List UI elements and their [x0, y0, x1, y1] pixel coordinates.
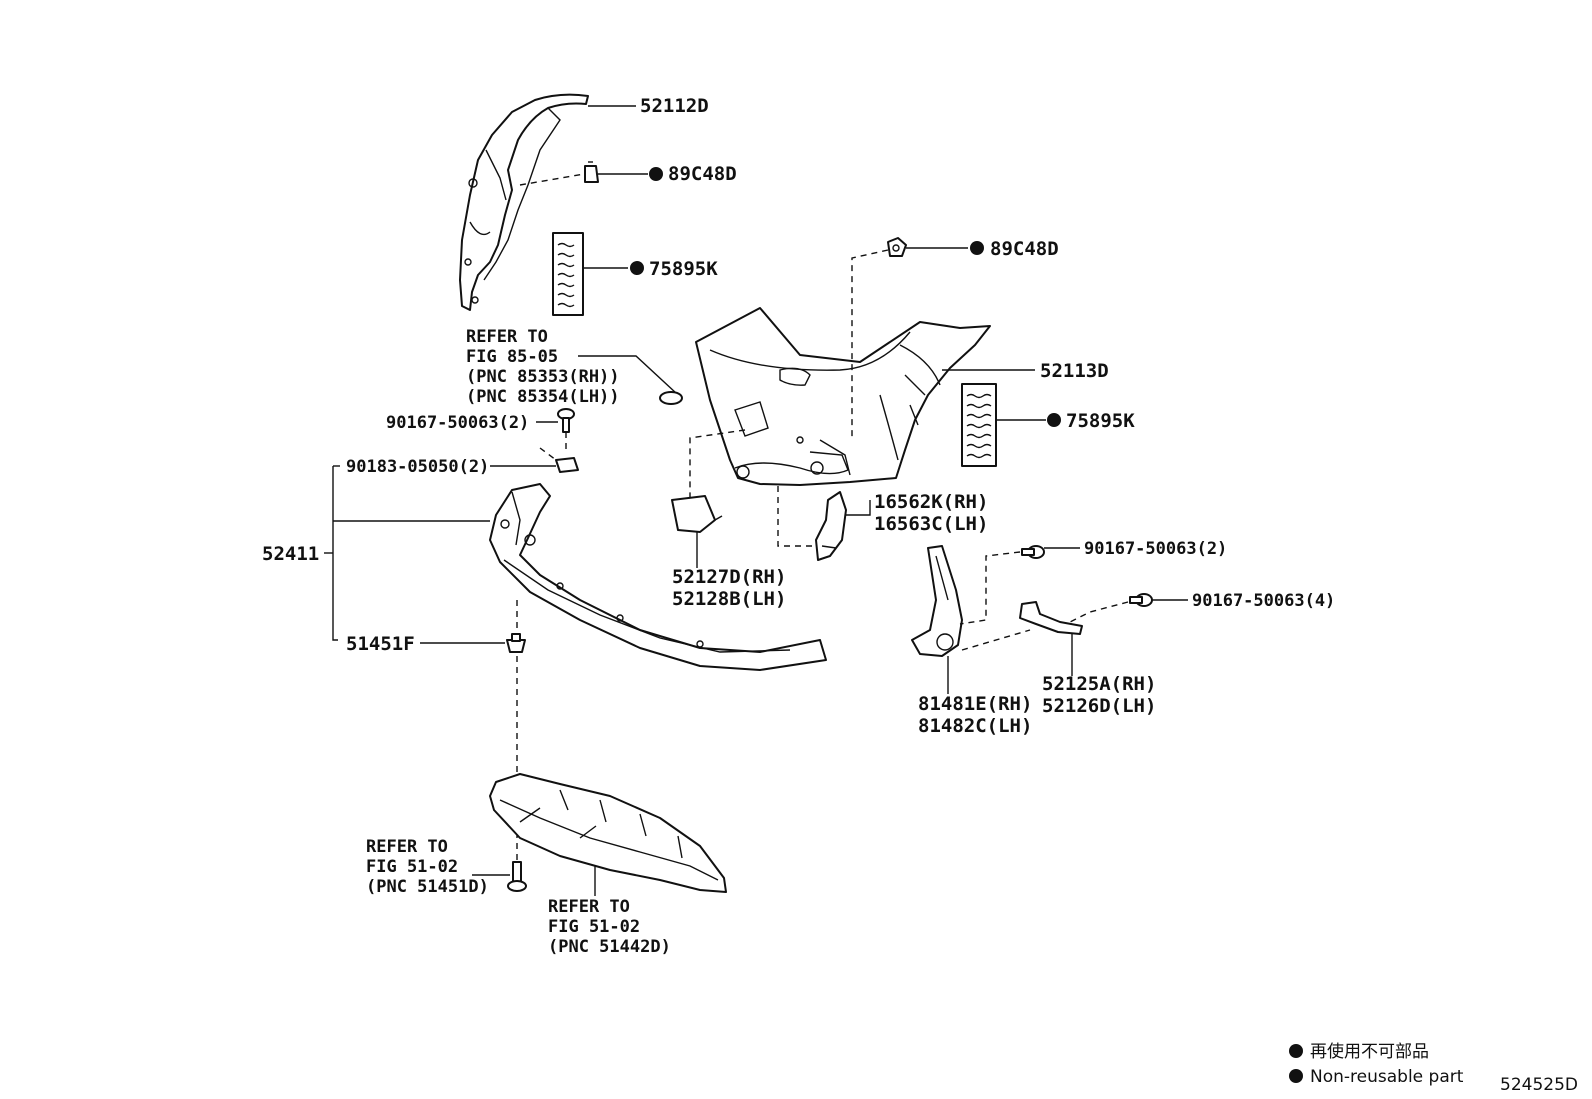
label-90167-left: 90167-50063(2) — [386, 413, 529, 433]
non-reusable-dot — [649, 167, 663, 181]
clip-89C48D-right — [887, 237, 907, 257]
fog-lamp-bracket — [1019, 601, 1083, 635]
clip-89C48D-upper — [584, 161, 599, 183]
label-90167-right-b: 90167-50063(4) — [1192, 591, 1335, 611]
bolt-90167-right-a — [1021, 545, 1045, 559]
label-52113D: 52113D — [1040, 360, 1109, 382]
non-reusable-dot — [630, 261, 644, 275]
non-reusable-dot — [970, 241, 984, 255]
label-90183: 90183-05050(2) — [346, 457, 489, 477]
legend-dot-2 — [1289, 1069, 1303, 1083]
label-89C48D-right: 89C48D — [990, 238, 1059, 260]
refer-85-line2: FIG 85-05 — [466, 347, 558, 367]
label-75895K-upper: 75895K — [649, 258, 718, 280]
tow-hook-cover — [671, 495, 723, 533]
bracket-16562K — [815, 491, 847, 561]
refer-51b-line1: REFER TO — [548, 897, 630, 917]
fender-bracket-left-part — [459, 93, 589, 311]
bolt-90167-right-b — [1129, 593, 1153, 607]
label-52127D: 52127D(RH) — [672, 566, 786, 588]
figure-code: 524525D — [1500, 1075, 1578, 1095]
fog-lamp-bezel — [911, 545, 963, 657]
label-89C48D-upper: 89C48D — [668, 163, 737, 185]
bolt-51451D — [507, 861, 527, 892]
label-51451F: 51451F — [346, 633, 415, 655]
label-81481E: 81481E(RH) — [918, 693, 1032, 715]
engine-undercover — [489, 773, 727, 893]
label-16563C: 16563C(LH) — [874, 513, 988, 535]
label-75895K-right: 75895K — [1066, 410, 1135, 432]
refer-51a-line1: REFER TO — [366, 837, 448, 857]
bumper-reinforcement-52411 — [489, 483, 827, 671]
nut-90183 — [555, 457, 579, 473]
bolt-90167-left — [557, 408, 575, 433]
refer-85-line4: (PNC 85354(LH)) — [466, 387, 620, 407]
front-bumper-cover — [695, 307, 991, 486]
legend-line-2: Non-reusable part — [1310, 1067, 1464, 1087]
refer-51a-line3: (PNC 51451D) — [366, 877, 489, 897]
refer-85-line1: REFER TO — [466, 327, 548, 347]
label-90167-right-a: 90167-50063(2) — [1084, 539, 1227, 559]
emblem-oval — [659, 391, 683, 405]
clip-51451F — [506, 633, 526, 653]
legend-line-1: 再使用不可部品 — [1310, 1041, 1429, 1062]
refer-51a-line2: FIG 51-02 — [366, 857, 458, 877]
label-52126D: 52126D(LH) — [1042, 695, 1156, 717]
refer-85-line3: (PNC 85353(RH)) — [466, 367, 620, 387]
label-16562K: 16562K(RH) — [874, 491, 988, 513]
non-reusable-dot — [1047, 413, 1061, 427]
label-52125A: 52125A(RH) — [1042, 673, 1156, 695]
label-81482C: 81482C(LH) — [918, 715, 1032, 737]
refer-51b-line3: (PNC 51442D) — [548, 937, 671, 957]
foam-pad-75895K-right — [961, 383, 997, 467]
refer-51b-line2: FIG 51-02 — [548, 917, 640, 937]
label-52112D: 52112D — [640, 95, 709, 117]
legend-dot-1 — [1289, 1044, 1303, 1058]
label-52411: 52411 — [262, 543, 319, 565]
label-52128B: 52128B(LH) — [672, 588, 786, 610]
foam-pad-75895K-upper — [552, 232, 584, 316]
